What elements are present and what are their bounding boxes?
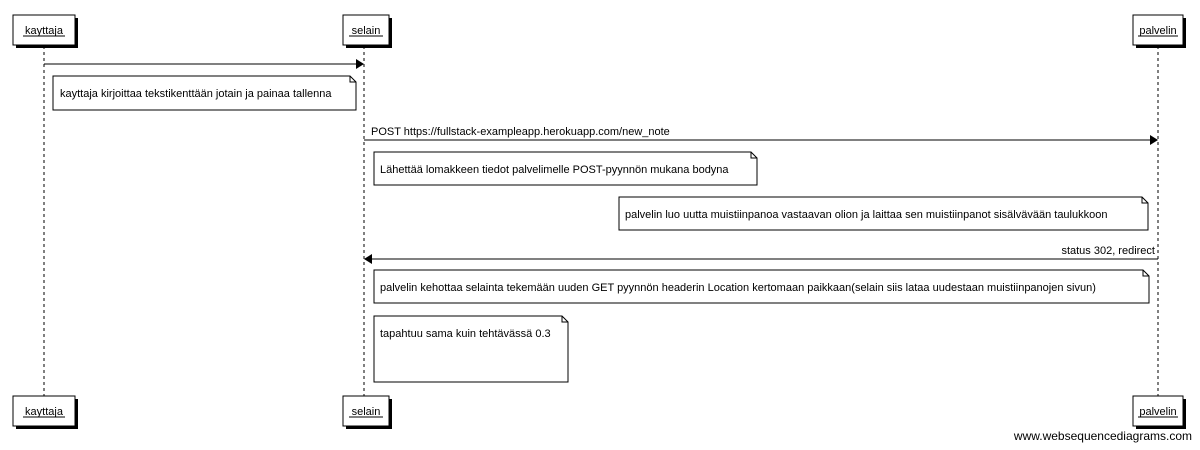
message-palvelin-to-selain: status 302, redirect bbox=[364, 245, 1158, 264]
note-2: Lähettää lomakkeen tiedot palvelimelle P… bbox=[373, 151, 758, 186]
message-post-label: POST https://fullstack-exampleapp.heroku… bbox=[371, 126, 670, 138]
watermark: www.websequencediagrams.com bbox=[1013, 429, 1192, 443]
participant-bottom-kayttaja: kayttaja bbox=[12, 395, 78, 429]
message-kayttaja-to-selain bbox=[44, 59, 364, 69]
note-5: tapahtuu sama kuin tehtävässä 0.3 bbox=[373, 315, 569, 383]
note-4: palvelin kehottaa selainta tekemään uude… bbox=[373, 269, 1150, 304]
message-redirect-label: status 302, redirect bbox=[1061, 245, 1155, 257]
participant-top-selain: selain bbox=[342, 14, 392, 48]
participant-label: kayttaja bbox=[25, 406, 64, 418]
note-5-text: tapahtuu sama kuin tehtävässä 0.3 bbox=[380, 328, 551, 340]
note-1-text: kayttaja kirjoittaa tekstikenttään jotai… bbox=[60, 88, 332, 100]
participant-label: selain bbox=[352, 406, 381, 418]
participant-label: palvelin bbox=[1139, 25, 1176, 37]
participant-bottom-selain: selain bbox=[342, 395, 392, 429]
note-3: palvelin luo uutta muistiinpanoa vastaav… bbox=[618, 196, 1149, 231]
participant-top-kayttaja: kayttaja bbox=[12, 14, 78, 48]
participant-label: palvelin bbox=[1139, 406, 1176, 418]
participant-label: selain bbox=[352, 25, 381, 37]
note-2-text: Lähettää lomakkeen tiedot palvelimelle P… bbox=[380, 164, 729, 176]
note-4-text: palvelin kehottaa selainta tekemään uude… bbox=[380, 282, 1096, 294]
note-1: kayttaja kirjoittaa tekstikenttään jotai… bbox=[52, 75, 357, 111]
participant-bottom-palvelin: palvelin bbox=[1132, 395, 1186, 429]
message-selain-to-palvelin: POST https://fullstack-exampleapp.heroku… bbox=[364, 126, 1158, 145]
participant-top-palvelin: palvelin bbox=[1132, 14, 1186, 48]
note-3-text: palvelin luo uutta muistiinpanoa vastaav… bbox=[625, 209, 1107, 221]
participant-label: kayttaja bbox=[25, 25, 64, 37]
